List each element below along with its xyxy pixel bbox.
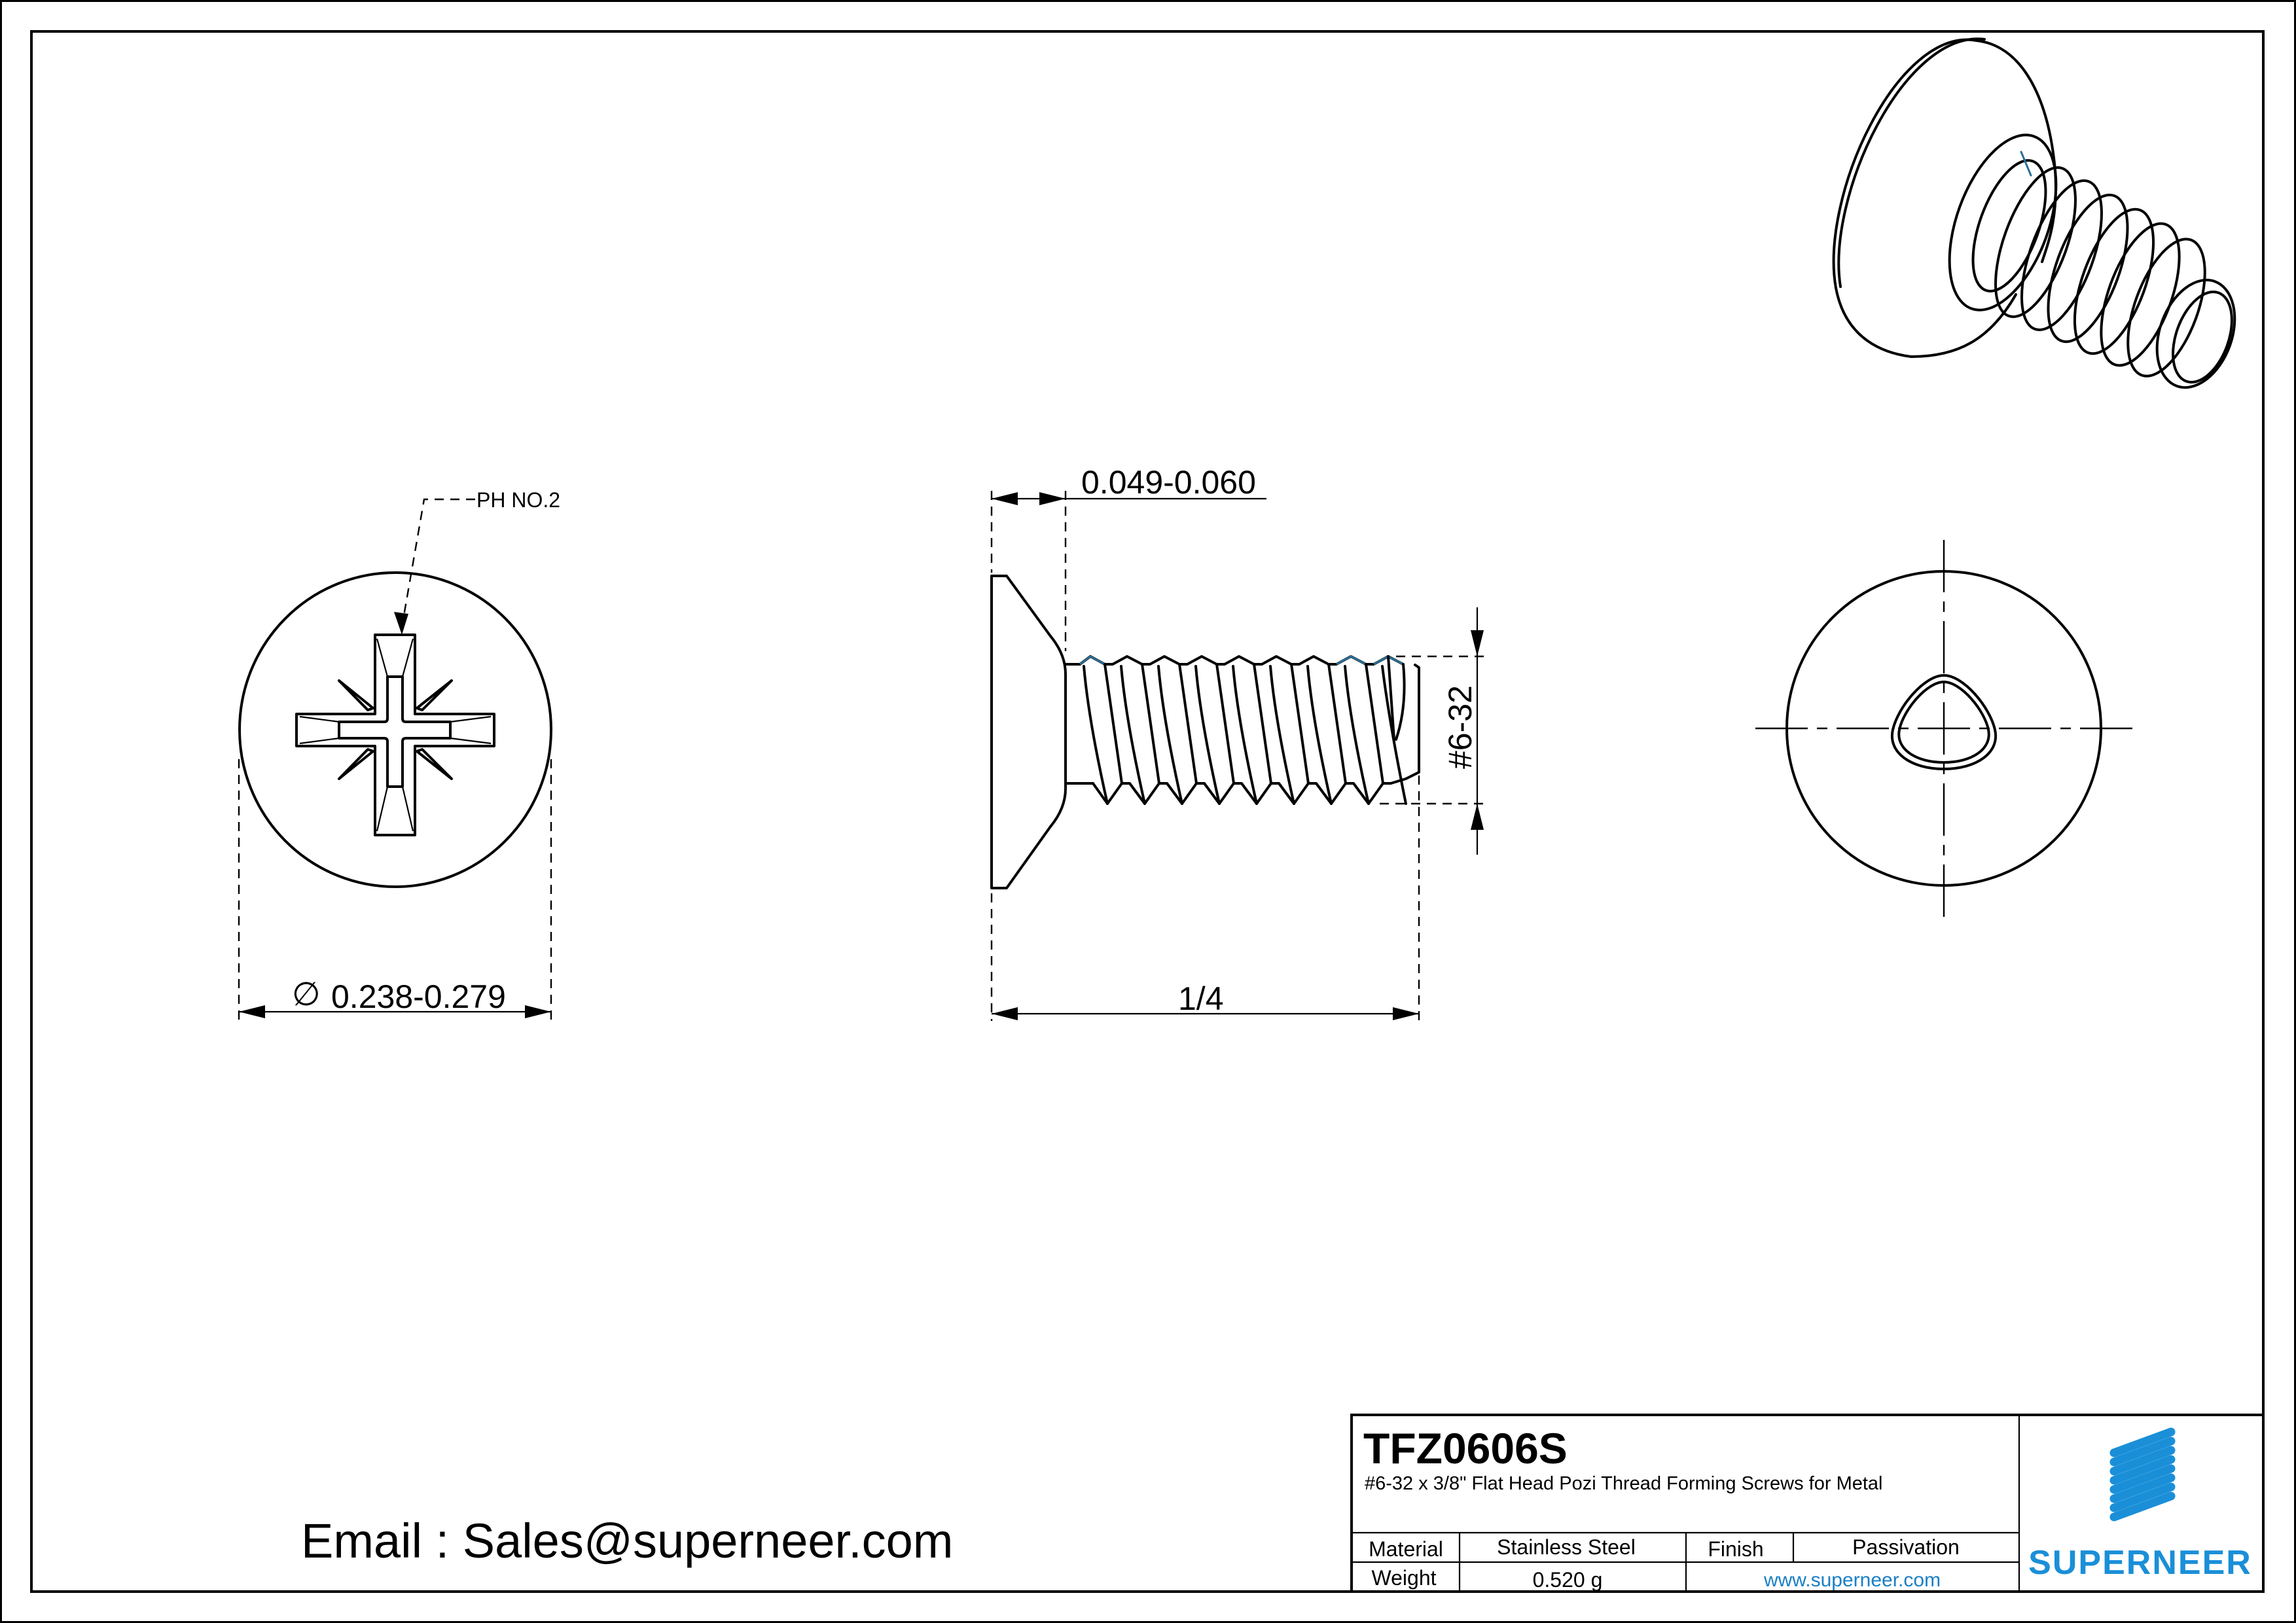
pozi-recess-icon <box>295 633 495 836</box>
diameter-symbol: ∅ <box>292 976 321 1012</box>
weight-label: Weight <box>1371 1566 1436 1590</box>
material-label: Material <box>1369 1537 1443 1561</box>
drive-leader-line <box>401 498 475 628</box>
finish-value: Passivation <box>1852 1535 1960 1559</box>
thread-size-dimension: #6-32 <box>1442 685 1479 769</box>
inner-frame <box>30 30 2265 1593</box>
weight-value: 0.520 g <box>1533 1568 1603 1592</box>
countersunk-head <box>990 575 1067 889</box>
logo-wordmark: SUPERNEER <box>2028 1544 2252 1582</box>
top-view: PH NO.2 ∅ 0.238-0.279 <box>238 488 560 1021</box>
diameter-dimension: 0.238-0.279 <box>331 978 506 1015</box>
finish-label: Finish <box>1708 1537 1763 1561</box>
length-dimension: 1/4 <box>1178 980 1224 1017</box>
material-value: Stainless Steel <box>1497 1535 1636 1559</box>
side-view: 0.049-0.060 1/4 #6-32 <box>990 464 1486 1021</box>
contact-email[interactable]: Email : Sales@superneer.com <box>301 1514 953 1568</box>
thread-helix <box>1083 655 1407 805</box>
drive-callout: PH NO.2 <box>476 488 560 512</box>
website-link[interactable]: www.superneer.com <box>1763 1569 1941 1591</box>
trilobular-profile-inner <box>1897 681 1990 764</box>
end-view <box>1755 540 2132 918</box>
title-block: TFZ0606S #6-32 x 3/8" Flat Head Pozi Thr… <box>1350 1414 2265 1593</box>
head-height-dimension: 0.049-0.060 <box>1081 464 1256 501</box>
head-outline <box>238 571 552 888</box>
superneer-logo-icon <box>2109 1427 2176 1522</box>
isometric-view <box>1832 37 2236 389</box>
part-number: TFZ0606S <box>1363 1424 1568 1472</box>
part-description: #6-32 x 3/8" Flat Head Pozi Thread Formi… <box>1365 1473 1882 1494</box>
